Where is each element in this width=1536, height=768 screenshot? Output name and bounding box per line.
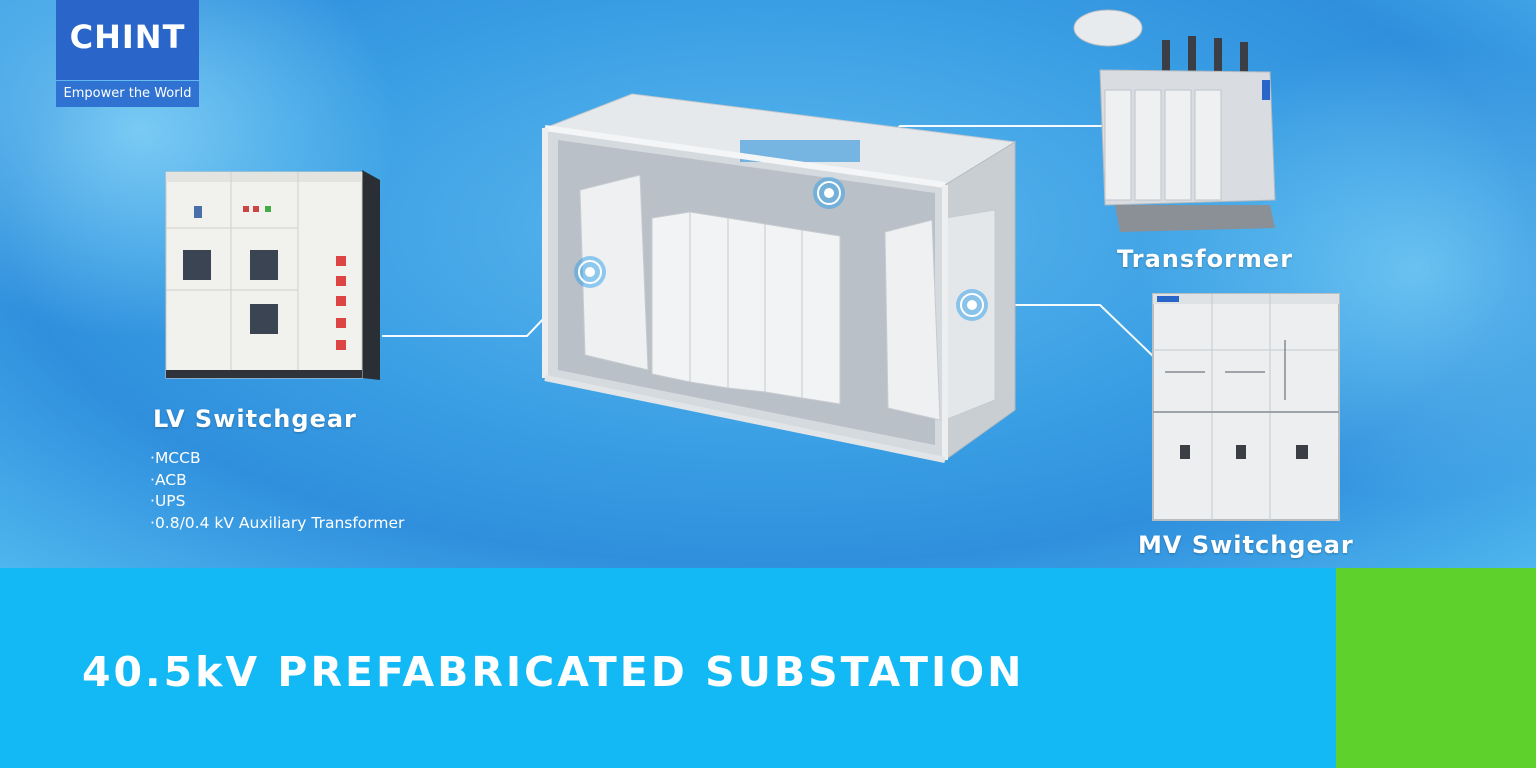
transformer-label: Transformer	[1117, 245, 1294, 273]
lv-item-acb: ACB	[150, 470, 404, 492]
lv-switchgear-image	[165, 170, 380, 380]
lv-item-ups: UPS	[150, 491, 404, 513]
illustration	[165, 9, 1340, 521]
lv-switchgear-items: MCCB ACB UPS 0.8/0.4 kV Auxiliary Transf…	[150, 448, 404, 534]
mv-switchgear-label: MV Switchgear	[1138, 531, 1354, 559]
lv-item-mccb: MCCB	[150, 448, 404, 470]
title-band	[0, 568, 1336, 768]
page-title: 40.5kV PREFABRICATED SUBSTATION	[82, 648, 1025, 696]
lv-switchgear-label: LV Switchgear	[153, 405, 357, 433]
lv-item-aux-transformer: 0.8/0.4 kV Auxiliary Transformer	[150, 513, 404, 535]
hotspot-lv	[574, 256, 606, 288]
brand-logo-text: CHINT	[69, 18, 186, 56]
brand-logo: CHINT	[56, 0, 199, 80]
hotspot-markers	[574, 177, 988, 321]
accent-block	[1336, 568, 1536, 768]
substation-container-image	[542, 93, 1017, 463]
transformer-image	[1073, 9, 1276, 232]
mv-switchgear-image	[1152, 293, 1340, 521]
brand-tagline: Empower the World	[56, 81, 199, 107]
hotspot-mv	[956, 289, 988, 321]
hotspot-transformer	[813, 177, 845, 209]
